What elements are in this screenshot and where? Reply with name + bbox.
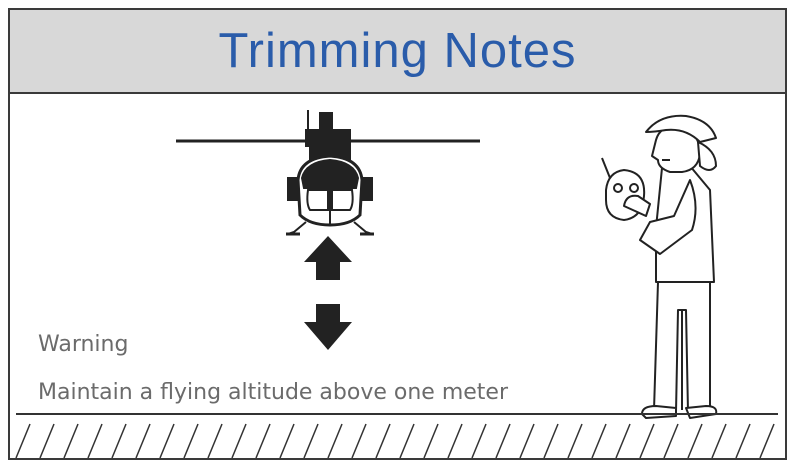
illustration xyxy=(15,110,778,458)
helicopter-icon xyxy=(176,110,480,236)
ground-hatch xyxy=(15,413,778,458)
pilot-with-transmitter-icon xyxy=(601,114,718,419)
page-title: Trimming Notes xyxy=(218,24,577,78)
arrow-down-icon xyxy=(304,304,352,350)
header-bar: Trimming Notes xyxy=(10,10,785,94)
warning-label: Warning xyxy=(38,332,129,357)
arrow-up-icon xyxy=(304,236,352,280)
altitude-note: Maintain a flying altitude above one met… xyxy=(38,380,508,405)
trimming-notes-panel: Trimming Notes xyxy=(8,8,787,460)
